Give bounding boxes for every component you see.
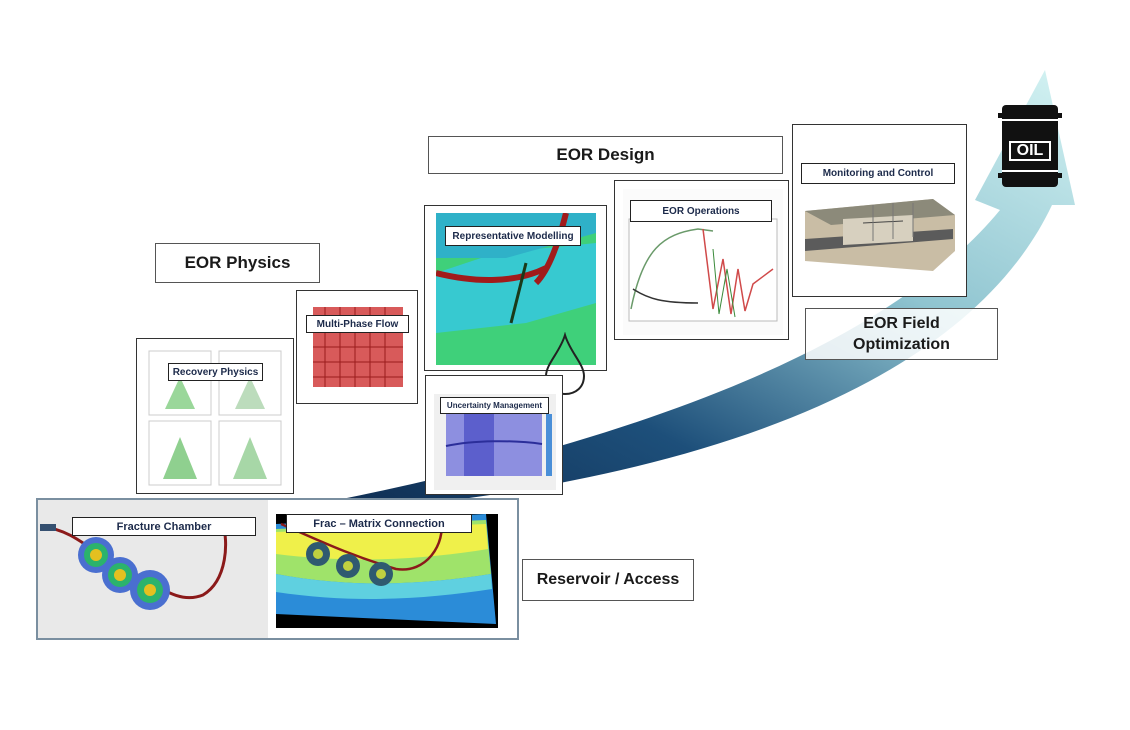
stage-eor-physics: EOR Physics — [155, 243, 320, 283]
representative-modelling-panel — [424, 205, 607, 371]
tag-fracture-chamber: Fracture Chamber — [72, 517, 256, 536]
fracture-blob-2 — [102, 557, 138, 593]
recovery-physics-panel — [136, 338, 294, 494]
uncertainty-management-panel — [425, 375, 563, 495]
tag-representative-modelling: Representative Modelling — [445, 226, 581, 246]
stage-eor-field-optimization: EOR Field Optimization — [805, 308, 998, 360]
stage-eor-design: EOR Design — [428, 136, 783, 174]
tag-monitoring-and-control: Monitoring and Control — [801, 163, 955, 184]
oil-label: OIL — [1009, 141, 1051, 161]
stage-reservoir-access: Reservoir / Access — [522, 559, 694, 601]
tag-frac-matrix-connection: Frac – Matrix Connection — [286, 514, 472, 533]
tag-multi-phase-flow: Multi-Phase Flow — [306, 315, 409, 333]
tag-recovery-physics: Recovery Physics — [168, 363, 263, 381]
monitoring-control-panel — [792, 124, 967, 297]
oil-barrel-icon: OIL — [998, 103, 1062, 189]
multi-phase-flow-panel — [296, 290, 418, 404]
drop-icon — [544, 332, 586, 396]
fracture-blob-3 — [130, 570, 170, 610]
tag-eor-operations: EOR Operations — [630, 200, 772, 222]
fracture-blob-1 — [78, 537, 114, 573]
tag-uncertainty-management: Uncertainty Management — [440, 397, 549, 414]
